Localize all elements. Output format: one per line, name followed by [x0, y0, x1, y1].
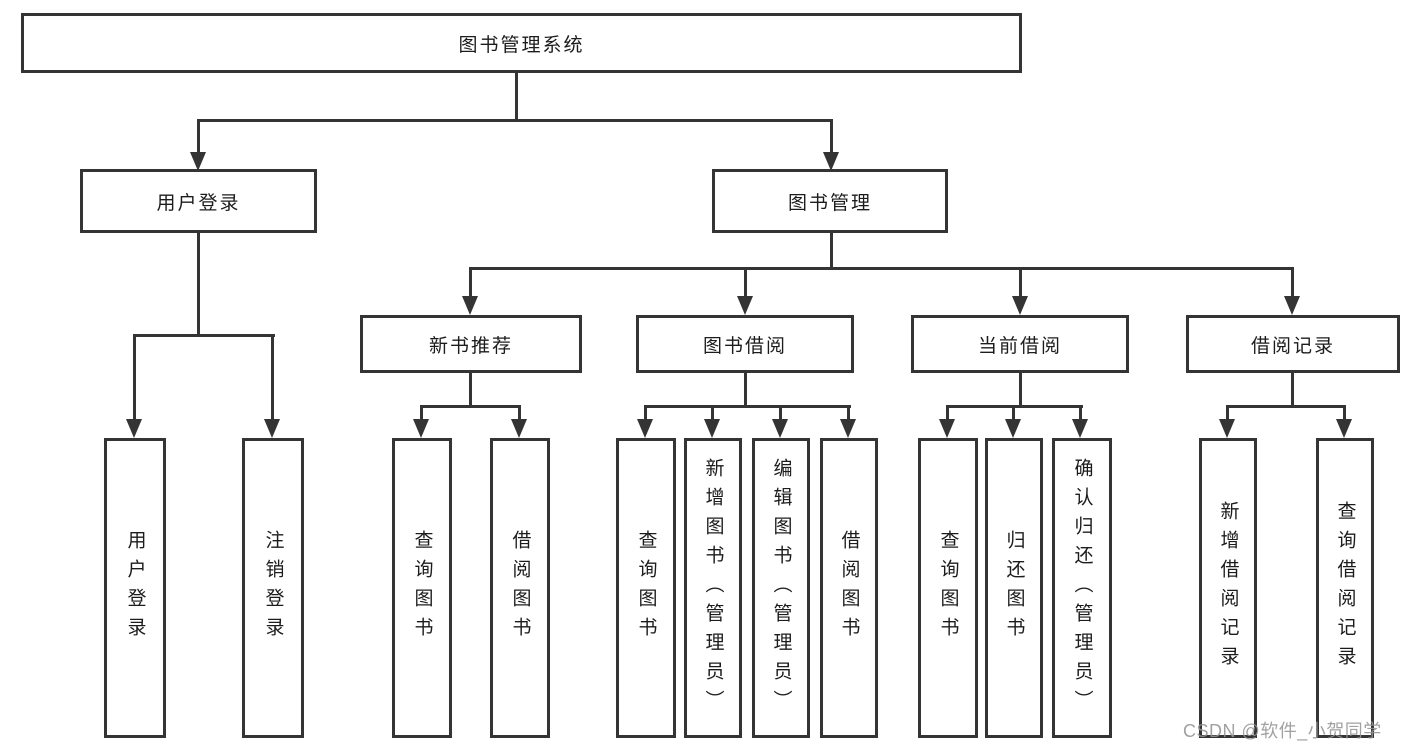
connector-drop-leaf — [133, 334, 136, 419]
leaf-label: 归还图书 — [1003, 530, 1025, 646]
connector-drop-book-borrow — [744, 267, 747, 296]
node-new-book-recommend: 新书推荐 — [360, 315, 582, 373]
connector-stem-borrow-record — [1291, 373, 1294, 406]
node-label: 图书管理 — [787, 192, 872, 214]
arrow-down-icon — [1005, 419, 1021, 438]
node-label: 借阅记录 — [1250, 335, 1335, 357]
connector-branch-root — [197, 119, 833, 122]
connector-drop-leaf — [1343, 405, 1346, 419]
connector-drop-current-borrow — [1019, 267, 1022, 296]
watermark: CSDN @软件_小贺同学 — [1183, 721, 1382, 741]
node-root-system: 图书管理系统 — [21, 13, 1022, 73]
connector-drop-leaf — [711, 405, 714, 419]
connector-drop-leaf — [946, 405, 949, 419]
connector-drop-book-management — [830, 119, 833, 153]
connector-drop-new-book — [469, 267, 472, 296]
arrow-down-icon — [462, 296, 478, 315]
leaf-label: 确认归还（管理员） — [1071, 457, 1093, 719]
leaf-br-add-record: 新增借阅记录 — [1199, 438, 1257, 738]
arrow-down-icon — [1219, 419, 1235, 438]
connector-drop-leaf — [1012, 405, 1015, 419]
arrow-down-icon — [772, 419, 788, 438]
connector-drop-leaf — [1079, 405, 1082, 419]
node-label: 图书借阅 — [702, 335, 787, 357]
leaf-nb-query-books: 查询图书 — [392, 438, 452, 738]
connector-drop-user-login — [197, 119, 200, 153]
node-user-login: 用户登录 — [80, 169, 317, 233]
arrow-down-icon — [1072, 419, 1088, 438]
leaf-cb-query-books: 查询图书 — [918, 438, 978, 738]
connector-drop-leaf — [847, 405, 850, 419]
arrow-down-icon — [823, 152, 839, 171]
connector-drop-leaf — [1226, 405, 1229, 419]
leaf-logout: 注销登录 — [242, 438, 304, 738]
connector-stem-book-management — [830, 233, 833, 270]
arrow-down-icon — [704, 419, 720, 438]
arrow-down-icon — [126, 419, 142, 438]
connector-branch-new-book — [420, 405, 521, 408]
leaf-bb-add-books-admin: 新增图书（管理员） — [684, 438, 742, 738]
leaf-label: 注销登录 — [262, 530, 284, 646]
connector-drop-leaf — [779, 405, 782, 419]
leaf-label: 查询图书 — [635, 530, 657, 646]
leaf-label: 查询图书 — [937, 530, 959, 646]
connector-stem-root — [515, 73, 518, 120]
connector-drop-leaf — [271, 334, 274, 419]
node-current-borrow: 当前借阅 — [911, 315, 1129, 373]
connector-drop-leaf — [518, 405, 521, 419]
arrow-down-icon — [1012, 296, 1028, 315]
arrow-down-icon — [939, 419, 955, 438]
leaf-label: 借阅图书 — [509, 530, 531, 646]
connector-stem-current-borrow — [1019, 373, 1022, 406]
leaf-nb-borrow-books: 借阅图书 — [490, 438, 550, 738]
leaf-cb-confirm-return-admin: 确认归还（管理员） — [1052, 438, 1112, 738]
leaf-br-query-record: 查询借阅记录 — [1316, 438, 1374, 738]
connector-drop-leaf — [644, 405, 647, 419]
connector-drop-borrow-record — [1291, 267, 1294, 296]
arrow-down-icon — [190, 152, 206, 171]
connector-stem-new-book — [469, 373, 472, 406]
arrow-down-icon — [264, 419, 280, 438]
leaf-bb-query-books: 查询图书 — [616, 438, 676, 738]
leaf-label: 查询借阅记录 — [1334, 501, 1356, 675]
connector-stem-user-login — [197, 233, 200, 335]
arrow-down-icon — [511, 419, 527, 438]
node-borrow-record: 借阅记录 — [1186, 315, 1400, 373]
arrow-down-icon — [637, 419, 653, 438]
connector-stem-book-borrow — [744, 373, 747, 406]
arrow-down-icon — [1284, 296, 1300, 315]
leaf-user-login: 用户登录 — [104, 438, 166, 738]
leaf-label: 查询图书 — [411, 530, 433, 646]
node-book-management: 图书管理 — [712, 169, 948, 233]
arrow-down-icon — [1336, 419, 1352, 438]
connector-branch-borrow-record — [1226, 405, 1346, 408]
leaf-bb-edit-books-admin: 编辑图书（管理员） — [752, 438, 810, 738]
connector-branch-book-borrow — [644, 405, 851, 408]
node-label: 当前借阅 — [977, 335, 1062, 357]
connector-branch-user-login — [133, 334, 275, 337]
node-label: 图书管理系统 — [458, 34, 585, 56]
leaf-cb-return-books: 归还图书 — [985, 438, 1043, 738]
leaf-bb-borrow-books: 借阅图书 — [820, 438, 878, 738]
leaf-label: 编辑图书（管理员） — [770, 457, 792, 719]
node-book-borrow: 图书借阅 — [636, 315, 854, 373]
leaf-label: 新增借阅记录 — [1217, 501, 1239, 675]
leaf-label: 用户登录 — [124, 530, 146, 646]
arrow-down-icon — [840, 419, 856, 438]
connector-branch-book-management — [469, 267, 1294, 270]
leaf-label: 借阅图书 — [838, 530, 860, 646]
connector-drop-leaf — [420, 405, 423, 419]
node-label: 用户登录 — [156, 192, 241, 214]
arrow-down-icon — [413, 419, 429, 438]
arrow-down-icon — [737, 296, 753, 315]
leaf-label: 新增图书（管理员） — [702, 457, 724, 719]
node-label: 新书推荐 — [428, 335, 513, 357]
